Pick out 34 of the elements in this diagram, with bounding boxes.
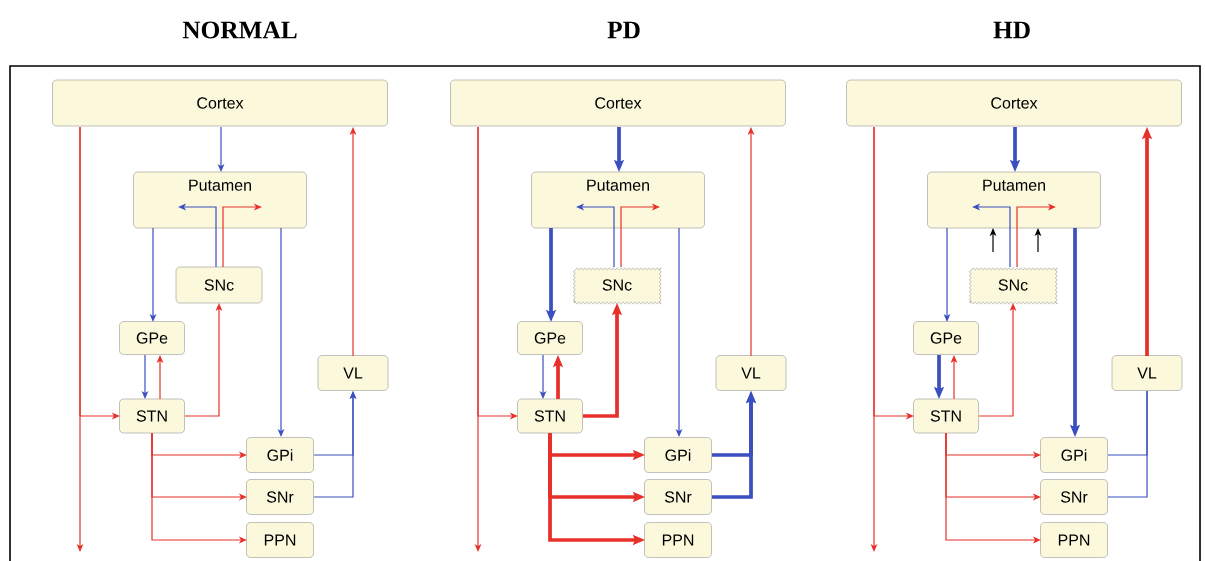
degenerated-region-box: SNc <box>969 267 1058 305</box>
brain-region-box: SNc <box>175 266 263 304</box>
brain-region-box: GPe <box>517 321 583 355</box>
brain-region-box: GPi <box>246 437 314 473</box>
brain-region-box: Putamen <box>133 171 307 229</box>
arrow <box>222 203 262 268</box>
panel-title: HD <box>993 21 1030 39</box>
brain-region-box: PPN <box>246 522 314 558</box>
brain-region-box: VL <box>1111 355 1183 391</box>
brain-region-box: GPi <box>644 437 712 473</box>
brain-region-box: STN <box>119 398 185 434</box>
brain-region-box: STN <box>913 398 979 434</box>
brain-region-box: GPe <box>913 321 979 355</box>
panel-title: PD <box>607 21 640 39</box>
brain-region-box: Cortex <box>450 79 786 127</box>
brain-region-box: Cortex <box>52 79 388 127</box>
brain-region-box: Putamen <box>531 171 705 229</box>
brain-region-box: VL <box>317 355 389 391</box>
brain-region-box: SNr <box>1040 479 1108 515</box>
brain-region-box: PPN <box>1040 522 1108 558</box>
brain-region-box: GPi <box>1040 437 1108 473</box>
brain-region-box: PPN <box>644 522 712 558</box>
brain-region-box: Cortex <box>846 79 1182 127</box>
brain-region-box: STN <box>517 398 583 434</box>
brain-region-box: VL <box>715 355 787 391</box>
panel-title: NORMAL <box>182 21 297 39</box>
connector-line <box>1107 390 1148 498</box>
arrow <box>620 203 660 268</box>
brain-region-box: SNr <box>644 479 712 515</box>
degenerated-region-box: SNc <box>573 267 662 305</box>
brain-region-box: Putamen <box>927 171 1101 229</box>
arrow <box>1016 203 1056 268</box>
brain-region-box: SNr <box>246 479 314 515</box>
brain-region-box: GPe <box>119 321 185 355</box>
